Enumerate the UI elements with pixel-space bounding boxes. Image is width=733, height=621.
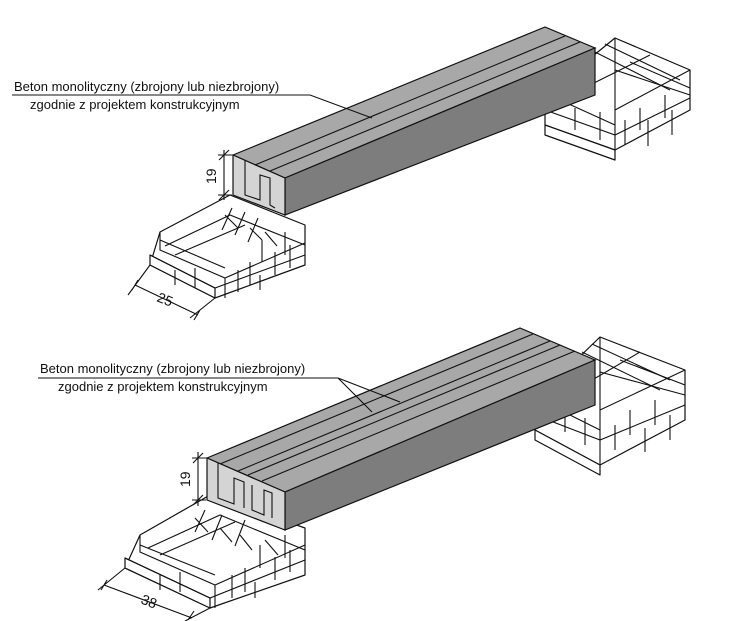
- label-line1-bottom: Beton monolityczny (zbrojony lub niezbro…: [40, 361, 305, 376]
- label-line2-bottom: zgodnie z projektem konstrukcyjnym: [58, 379, 268, 394]
- label-line2-top: zgodnie z projektem konstrukcyjnym: [30, 97, 240, 112]
- beam-end-face: [206, 457, 286, 531]
- width-dimension-top: 25: [127, 264, 216, 321]
- brick-wall-left-bottom: [124, 494, 306, 609]
- height-dim-bottom: 19: [177, 471, 193, 487]
- reinforcement-lines-bottom: [194, 509, 279, 556]
- reinforcement-lines-top: [221, 207, 278, 247]
- label-line1-top: Beton monolityczny (zbrojony lub niezbro…: [14, 79, 279, 94]
- lintel-drawing-top: Beton monolityczny (zbrojony lub niezbro…: [12, 26, 691, 321]
- beam-end-face: [232, 154, 286, 216]
- width-dim-bottom: 38: [139, 591, 160, 612]
- label-leader-top: [12, 94, 373, 119]
- height-dim-top: 19: [203, 168, 219, 184]
- lintel-drawing-bottom: Beton monolityczny (zbrojony lub niezbro…: [38, 327, 686, 621]
- width-dimension-bottom: 38: [97, 567, 211, 621]
- label-leader-bottom: [38, 377, 401, 413]
- concrete-beam-top: [231, 26, 597, 216]
- height-dimension-bottom: 19: [177, 452, 206, 506]
- width-dim-top: 25: [155, 289, 176, 310]
- brick-wall-left-top: [149, 194, 306, 299]
- concrete-beam-bottom: [205, 327, 597, 531]
- height-dimension-top: 19: [203, 149, 232, 201]
